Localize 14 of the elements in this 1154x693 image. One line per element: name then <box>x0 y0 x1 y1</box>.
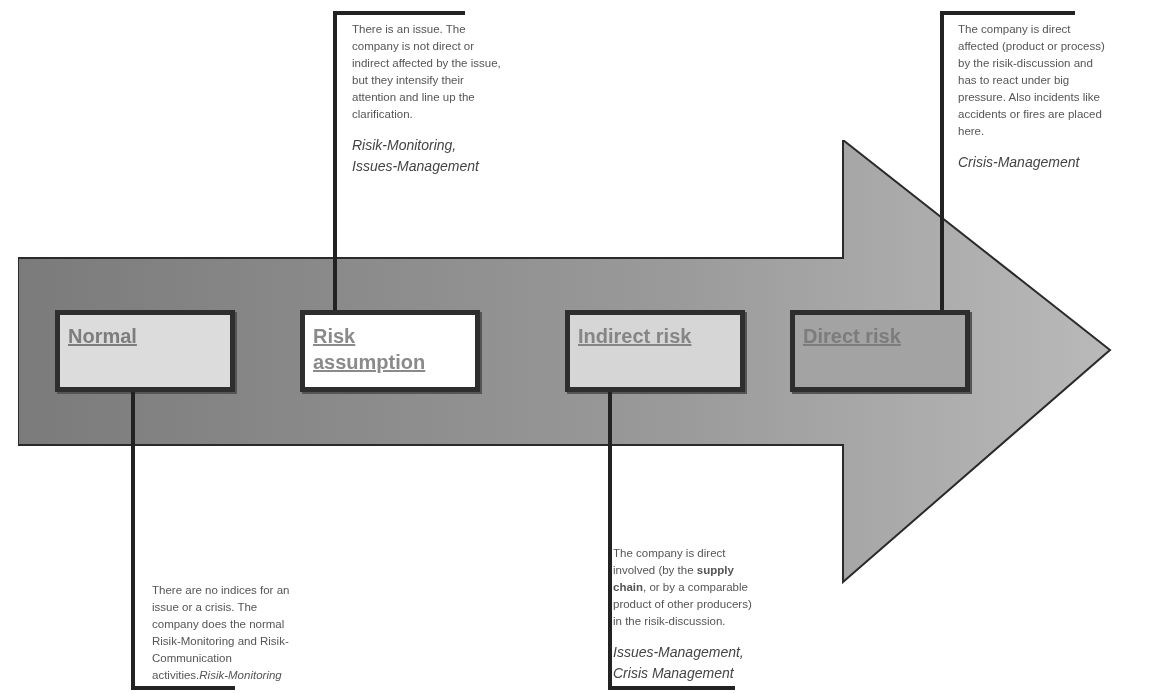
stage-box: Risk assumption <box>300 310 480 392</box>
description-text: There are no indices for an issue or a crisis. The company does the normal Risik-Monitoring and Risik-Communication activities.Risik-Monitoring <box>152 583 291 683</box>
description-text: The company is direct affected (product or process) by the risik-discussion and has to react under big pressure. Also incidents like accidents or fires are placed here. <box>958 22 1106 139</box>
stage-box: Normal <box>55 310 235 392</box>
stage-box: Indirect risk <box>565 310 745 392</box>
leader-line <box>940 11 1075 310</box>
management-label: Risik-Monitoring, Issues-Management <box>352 136 481 176</box>
management-label: Crisis-Management <box>958 153 1081 172</box>
description-text: There is an issue. The company is not direct or indirect affected by the issue, but they intensify their attention and line up the clarification. <box>352 22 502 122</box>
leader-line <box>333 11 465 310</box>
leader-line <box>131 392 235 690</box>
leader-line <box>608 392 735 690</box>
management-label: Issues-Management, Crisis Management <box>613 643 745 683</box>
description-text: The company is direct involved (by the supply chain, or by a comparable product of other producers) in the risik-discussion. <box>613 546 753 629</box>
